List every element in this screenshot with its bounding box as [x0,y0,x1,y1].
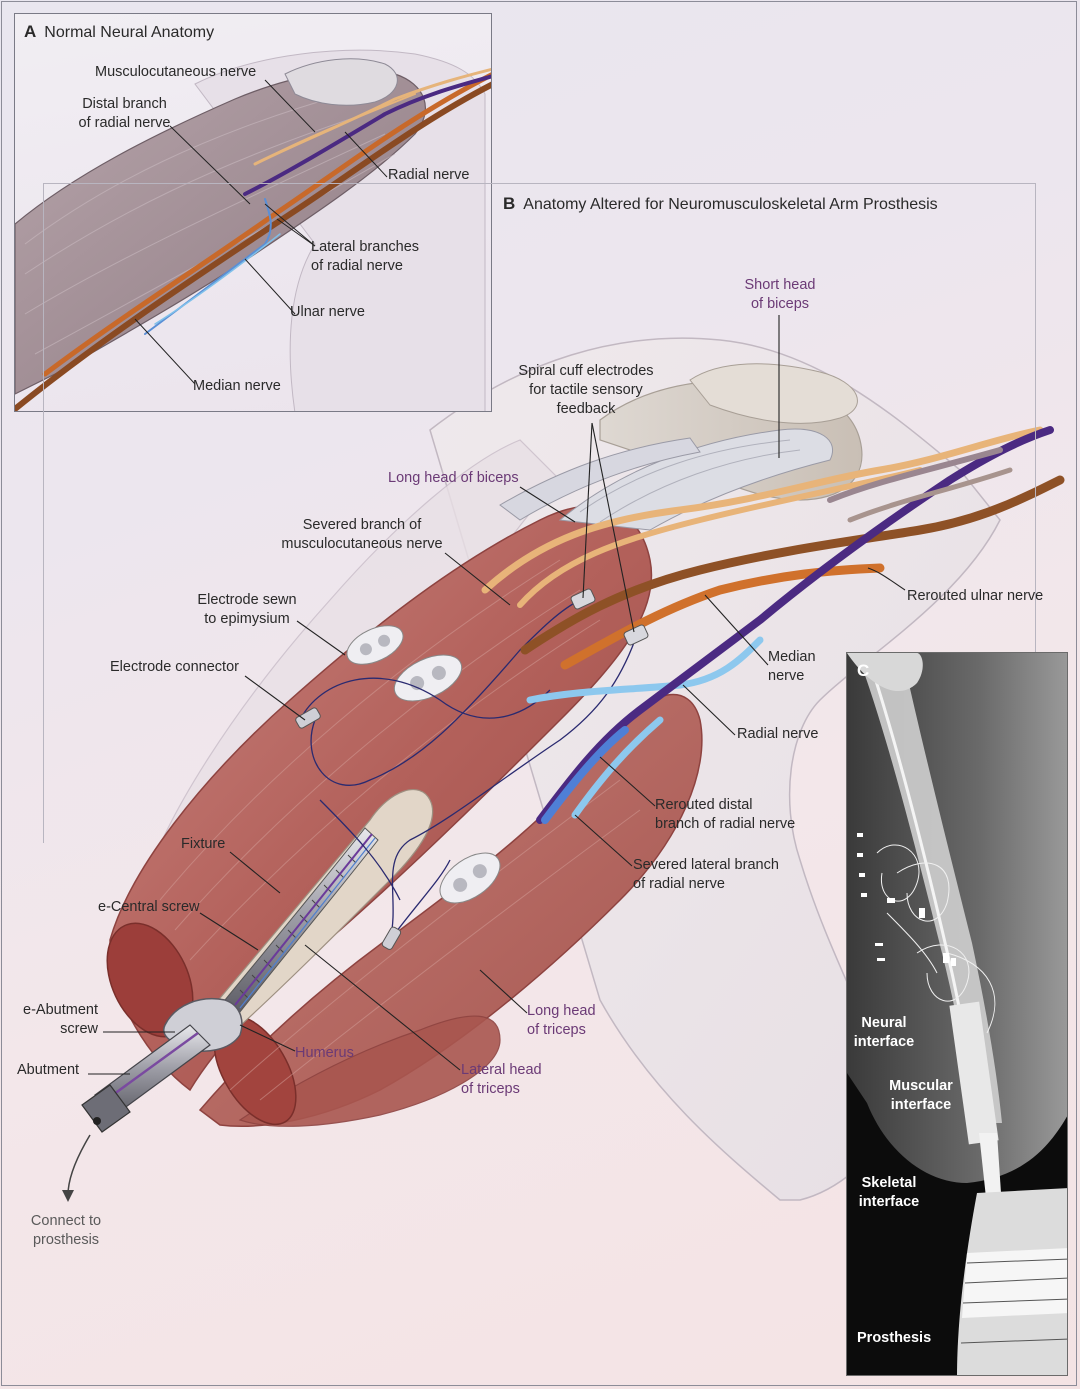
label-radial-nerve: Radial nerve [388,167,470,183]
label-e-abutment-screw: e-Abutment screw [23,1002,98,1037]
label-long-head-biceps: Long head of biceps [388,470,519,486]
label-electrode-connector: Electrode connector [110,659,239,675]
panel-a-illustration [15,49,491,411]
label-severed-lateral-branch: Severed lateral branch of radial nerve [633,857,779,892]
label-neural-interface: Neural interface [853,1015,915,1050]
label-fixture: Fixture [181,836,226,852]
spiral-cuff-electrode [570,588,596,610]
electrode-wires [299,599,636,941]
electrode-pads [346,625,501,904]
label-spiral-cuff-electrodes: Spiral cuff electrodes for tactile senso… [518,363,654,417]
label-lateral-branches: Lateral branches of radial nerve [311,239,420,274]
label-e-central-screw: e-Central screw [98,899,200,915]
label-abutment: Abutment [17,1062,80,1078]
abutment [81,998,243,1133]
label-electrode-sewn: Electrode sewn to epimysium [197,592,297,627]
label-median-nerve: Median nerve [193,378,281,394]
leader-lines [88,315,906,1075]
panel-letter: A [24,22,37,41]
panel-c-title: C [857,661,877,681]
panel-b-frame [43,183,1036,843]
label-median-nerve-b: Median nerve [768,649,816,684]
label-severed-branch-musculocutaneous: Severed branch of musculocutaneous nerve [281,517,443,552]
label-prosthesis: Prosthesis [857,1330,932,1346]
label-short-head-biceps: Short head of biceps [744,277,816,312]
label-radial-nerve-b: Radial nerve [737,726,819,742]
panel-letter: B [503,194,516,213]
nerves [481,426,1065,824]
label-rerouted-ulnar-nerve: Rerouted ulnar nerve [907,588,1044,604]
panel-letter: C [857,661,870,680]
panel-c-xray: C [846,652,1068,1376]
xray-image [847,653,1067,1375]
label-long-head-triceps: Long head of triceps [527,1003,596,1038]
label-skeletal-interface: Skeletal interface [858,1175,920,1210]
label-distal-branch-radial: Distal branch of radial nerve [78,96,171,131]
label-lateral-head-triceps: Lateral head of triceps [461,1062,542,1097]
label-rerouted-distal-branch: Rerouted distal branch of radial nerve [655,797,796,832]
label-humerus: Humerus [295,1045,354,1061]
label-connect-to-prosthesis: Connect to prosthesis [30,1213,102,1248]
label-ulnar-nerve: Ulnar nerve [290,304,365,320]
label-musculocutaneous-nerve: Musculocutaneous nerve [95,64,257,80]
label-muscular-interface: Muscular interface [889,1078,953,1113]
